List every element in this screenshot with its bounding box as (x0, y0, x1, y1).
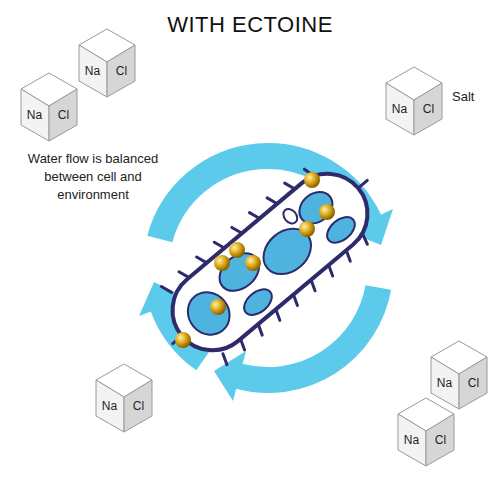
ion-symbol: Na (95, 399, 124, 413)
salt-cube: NaCl (95, 363, 153, 433)
salt-cube: NaCl (430, 340, 488, 410)
salt-cube: NaCl (78, 28, 136, 98)
diagram-title: WITH ECTOINE (0, 12, 500, 38)
ion-symbol: Na (430, 376, 459, 390)
cube-outline (95, 363, 153, 433)
ion-symbol: Cl (459, 376, 488, 390)
cube-outline (397, 397, 455, 467)
ion-symbol: Na (397, 433, 426, 447)
bacterium (140, 141, 400, 382)
ectoine-molecules (175, 172, 335, 348)
ion-symbol: Na (385, 102, 414, 116)
ion-symbol: Cl (426, 433, 455, 447)
salt-cube: NaCl (385, 66, 443, 136)
ion-symbol: Cl (107, 64, 136, 78)
salt-label: Salt (452, 89, 474, 104)
ion-symbol: Cl (49, 108, 78, 122)
cube-outline (78, 28, 136, 98)
cube-outline (385, 66, 443, 136)
ion-symbol: Cl (124, 399, 153, 413)
cube-outline (430, 340, 488, 410)
ion-symbol: Na (78, 64, 107, 78)
salt-cube: NaCl (397, 397, 455, 467)
flow-note: Water flow is balanced between cell and … (22, 150, 164, 204)
salt-cube: NaCl (20, 72, 78, 142)
ion-symbol: Na (20, 108, 49, 122)
cube-outline (20, 72, 78, 142)
ion-symbol: Cl (414, 102, 443, 116)
